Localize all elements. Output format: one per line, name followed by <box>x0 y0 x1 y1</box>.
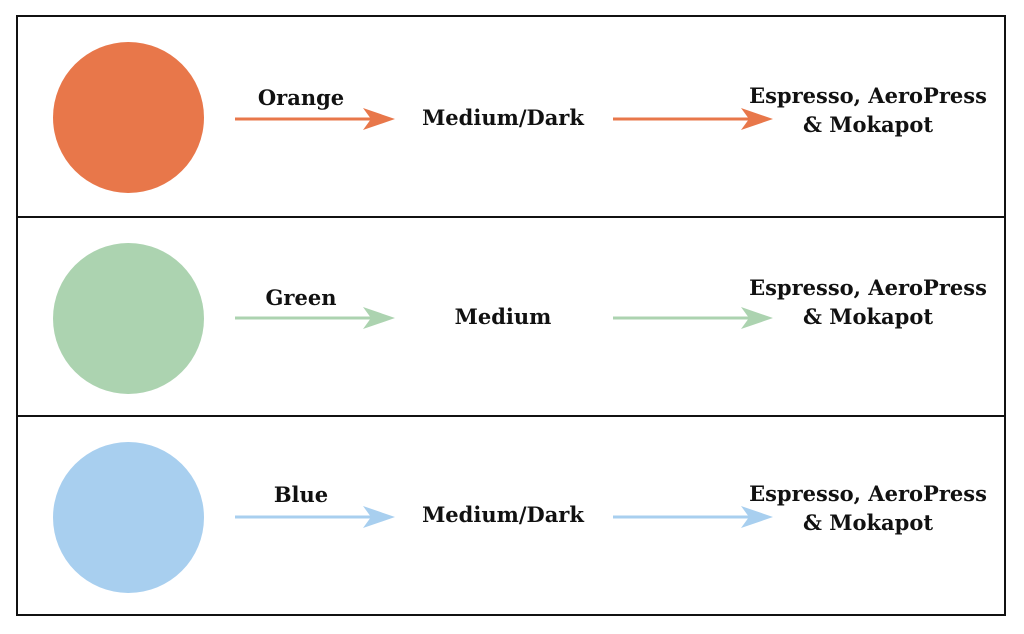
row-orange: Orange Medium/Dark Espresso, AeroPress &… <box>18 17 1004 216</box>
roast-label: Medium/Dark <box>422 502 584 527</box>
arrow-right-icon <box>235 506 395 528</box>
color-label: Green <box>265 285 337 310</box>
method-line-1: Espresso, AeroPress <box>749 83 987 108</box>
method-label: Espresso, AeroPress & Mokapot <box>748 479 988 537</box>
row-green: Green Medium Espresso, AeroPress & Mokap… <box>18 216 1004 417</box>
method-line-2: & Mokapot <box>802 510 934 535</box>
arrow-right-icon <box>613 506 773 528</box>
green-circle <box>53 243 204 394</box>
blue-circle <box>53 442 204 593</box>
diagram-frame: Orange Medium/Dark Espresso, AeroPress &… <box>16 15 1006 616</box>
method-line-1: Espresso, AeroPress <box>749 275 987 300</box>
color-label: Blue <box>273 482 329 507</box>
color-label: Orange <box>257 85 345 110</box>
method-line-2: & Mokapot <box>802 304 934 329</box>
method-label: Espresso, AeroPress & Mokapot <box>748 81 988 139</box>
roast-label: Medium <box>454 304 552 329</box>
row-blue: Blue Medium/Dark Espresso, AeroPress & M… <box>18 415 1004 616</box>
method-line-1: Espresso, AeroPress <box>749 481 987 506</box>
roast-label: Medium/Dark <box>422 105 584 130</box>
arrow-right-icon <box>235 108 395 130</box>
arrow-right-icon <box>235 307 395 329</box>
orange-circle <box>53 42 204 193</box>
method-label: Espresso, AeroPress & Mokapot <box>748 273 988 331</box>
method-line-2: & Mokapot <box>802 112 934 137</box>
arrow-right-icon <box>613 108 773 130</box>
arrow-right-icon <box>613 307 773 329</box>
